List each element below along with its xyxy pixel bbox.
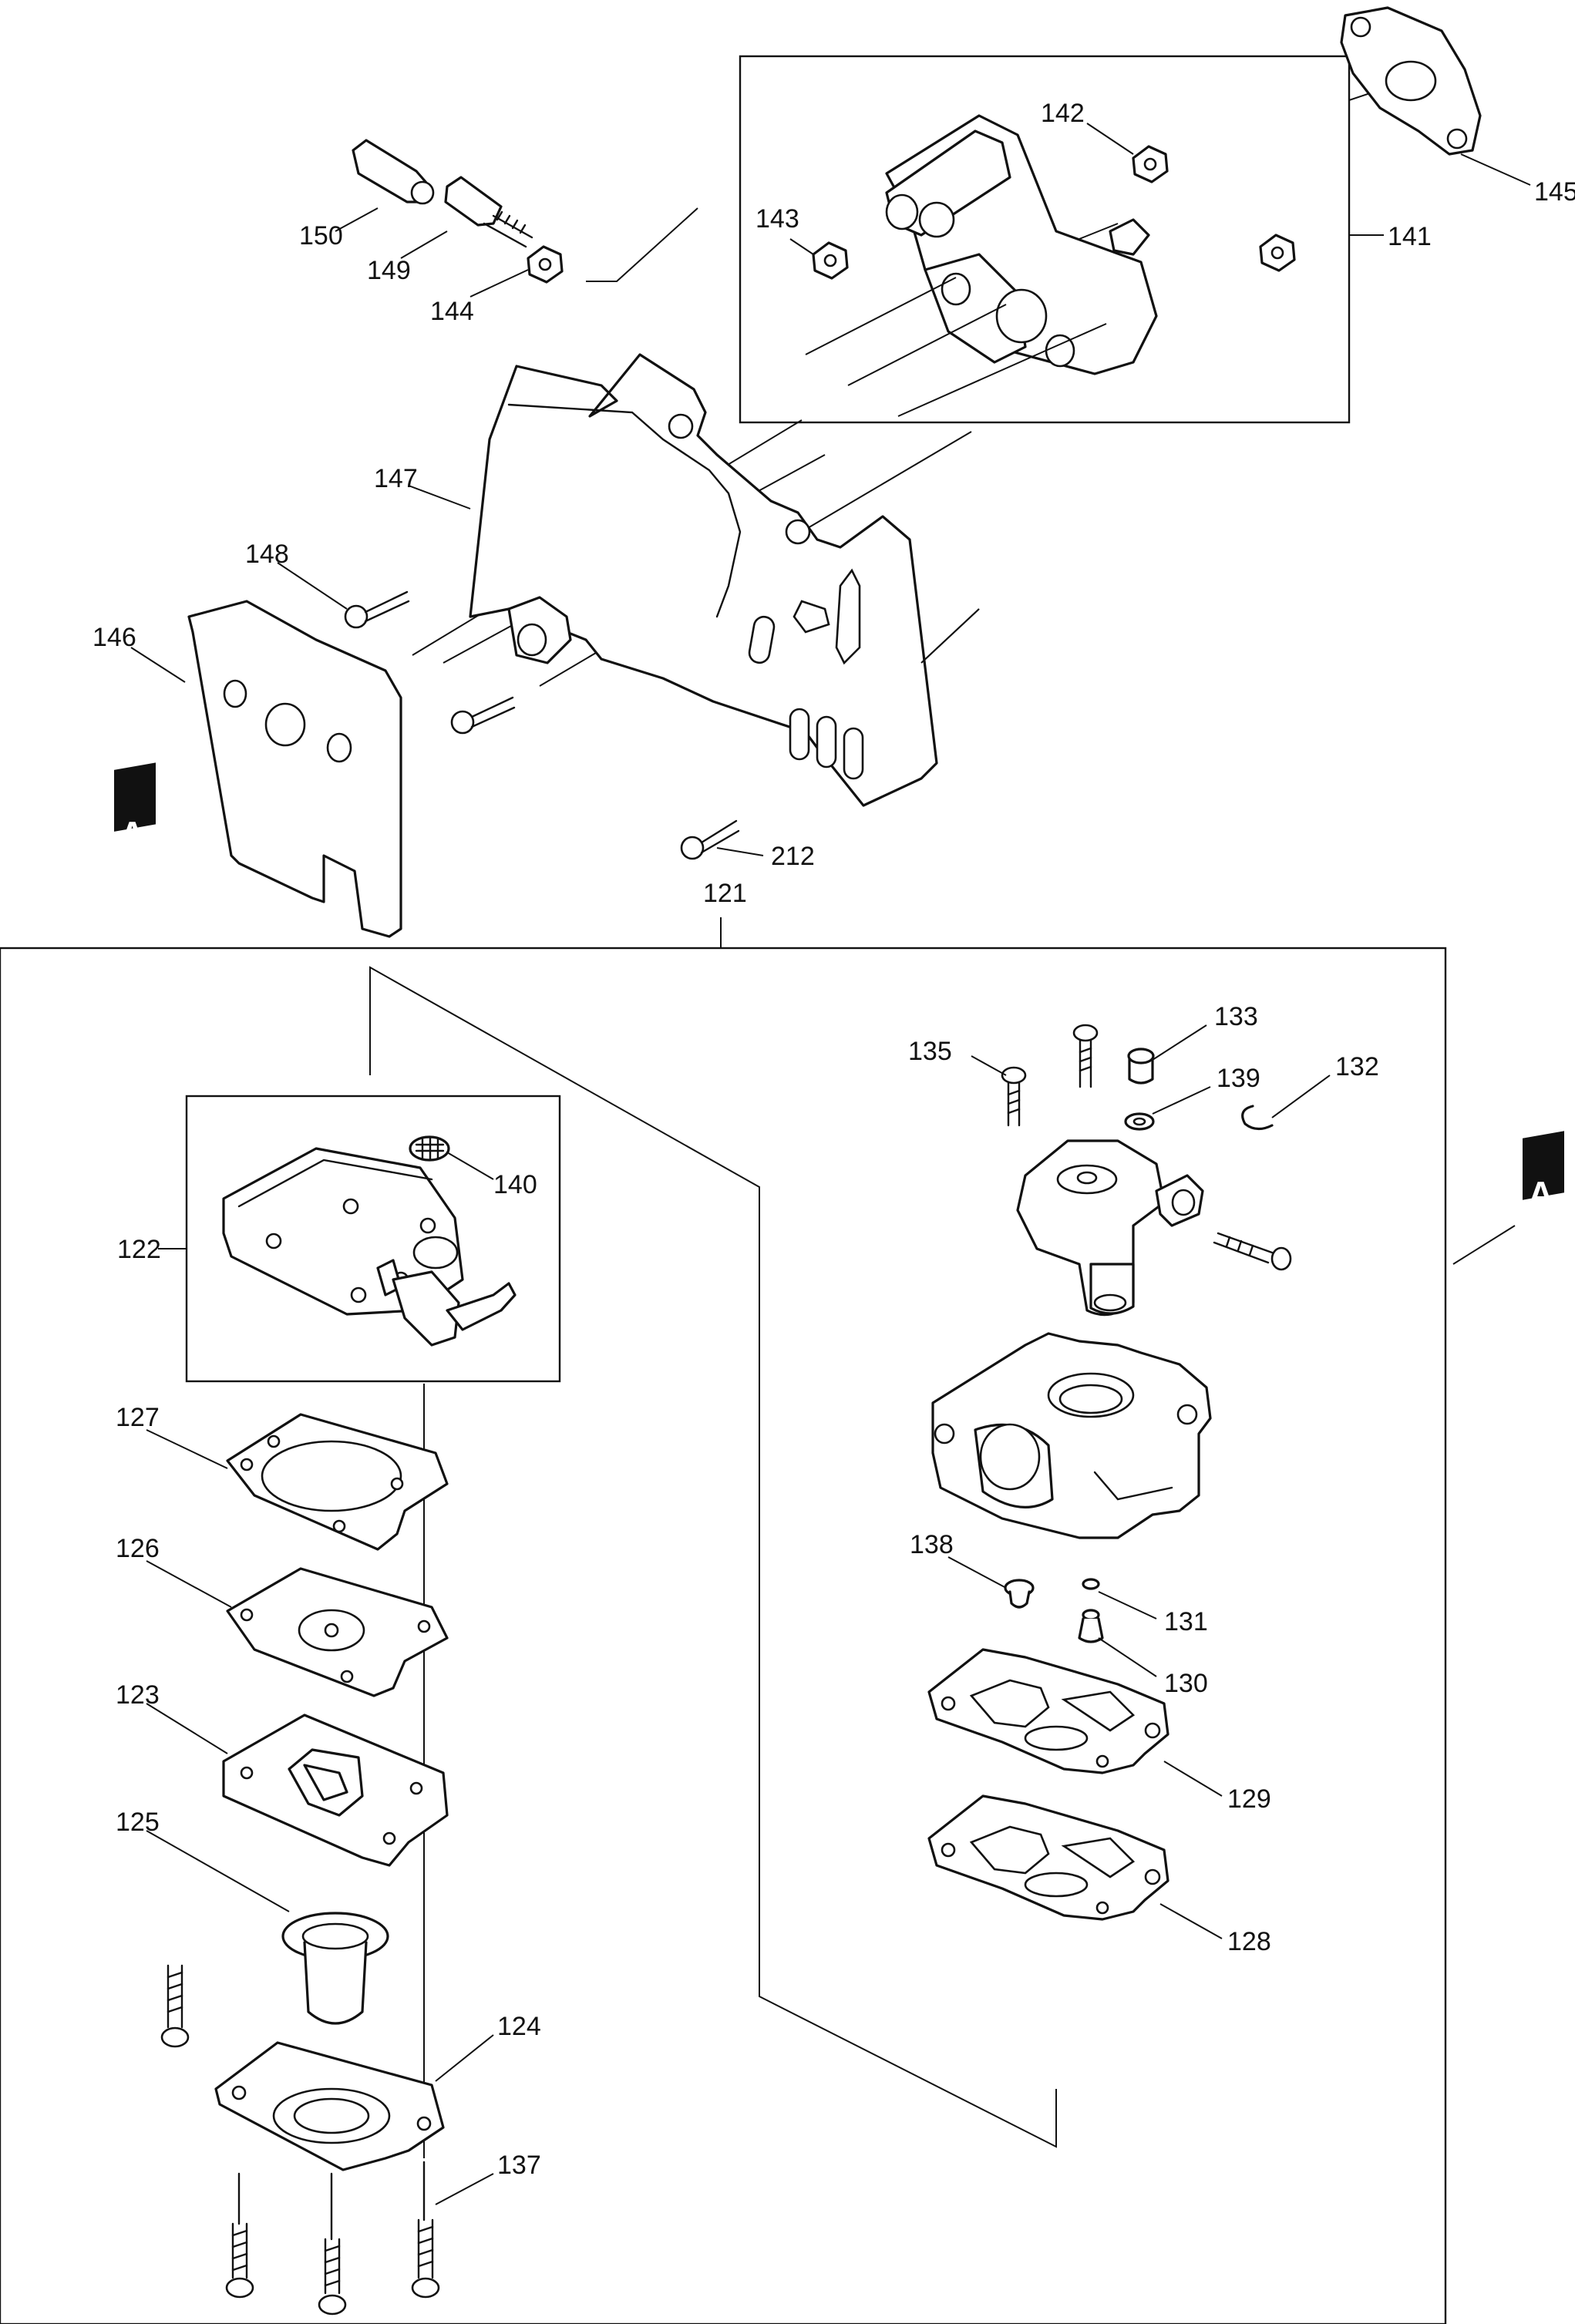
cap-133 (1127, 1048, 1155, 1085)
screw-side (1213, 1232, 1292, 1271)
label-123: 123 (116, 1680, 160, 1710)
label-133: 133 (1214, 1002, 1258, 1031)
gasket-127 (226, 1413, 449, 1551)
oring-131 (1082, 1578, 1100, 1590)
label-143: 143 (756, 204, 799, 234)
label-121: 121 (703, 879, 747, 908)
gasket-145 (1340, 6, 1482, 156)
carburetor-121-frame (0, 947, 1447, 2324)
screw-135 (1001, 1066, 1027, 1127)
label-139: 139 (1217, 1064, 1260, 1093)
nut-141-side (1259, 234, 1296, 272)
screw-137 (411, 2161, 440, 2299)
nut-144 (527, 245, 564, 284)
label-125: 125 (116, 1808, 160, 1837)
marker-a-left-text: A (119, 814, 145, 854)
cover-124 (214, 2041, 445, 2171)
marker-a-right-text: A (1528, 1174, 1553, 1214)
label-128: 128 (1227, 1927, 1271, 1956)
gasket-129 (927, 1648, 1169, 1774)
valve-138 (1004, 1579, 1035, 1609)
nut-143 (812, 241, 849, 280)
assembly-141-frame (739, 55, 1351, 424)
label-137: 137 (497, 2151, 541, 2180)
marker-a-left: A (114, 762, 156, 854)
assembly-122-frame (185, 1095, 561, 1383)
label-212: 212 (771, 842, 815, 871)
screw-center (450, 696, 516, 735)
screw-lower-1 (225, 2172, 254, 2299)
label-129: 129 (1227, 1784, 1271, 1814)
clip-132 (1241, 1105, 1274, 1131)
bracket-147 (469, 353, 938, 807)
gasket-128 (927, 1794, 1169, 1921)
screw-lower-2 (318, 2172, 347, 2316)
insulator-146 (187, 600, 402, 938)
throttle-body-upper (1016, 1139, 1204, 1317)
label-122: 122 (117, 1235, 161, 1264)
screw-212 (680, 819, 740, 860)
washer-139 (1124, 1112, 1155, 1131)
label-138: 138 (910, 1530, 954, 1559)
cup-125 (281, 1912, 389, 2025)
label-124: 124 (497, 2012, 541, 2041)
label-147: 147 (374, 464, 418, 493)
label-144: 144 (430, 297, 474, 326)
pump-cover-122 (222, 1147, 517, 1347)
adjuster-149 (444, 176, 533, 248)
diaphragm-126 (226, 1567, 449, 1697)
label-132: 132 (1335, 1052, 1379, 1081)
label-127: 127 (116, 1403, 160, 1432)
label-140: 140 (493, 1170, 537, 1199)
label-141: 141 (1388, 222, 1432, 251)
label-148: 148 (245, 540, 289, 569)
label-131: 131 (1164, 1607, 1208, 1636)
label-126: 126 (116, 1534, 160, 1563)
callouts: 145 141 142 143 150 149 144 147 148 146 … (93, 99, 1575, 2205)
label-150: 150 (299, 221, 343, 251)
label-146: 146 (93, 623, 136, 652)
nut-142 (1132, 145, 1169, 183)
screw-top (1072, 1024, 1099, 1088)
manifold-141 (885, 114, 1158, 375)
screw-upper-left (160, 1964, 190, 2048)
label-142: 142 (1041, 99, 1085, 128)
pump-body-123 (222, 1714, 449, 1867)
filter-screen-140 (409, 1135, 450, 1162)
cap-150 (352, 139, 435, 205)
carb-body (931, 1332, 1212, 1539)
label-149: 149 (367, 256, 411, 285)
label-135: 135 (908, 1037, 952, 1066)
screw-148 (344, 590, 410, 629)
label-145: 145 (1534, 177, 1575, 207)
needle-130 (1078, 1609, 1104, 1643)
marker-a-right: A (1523, 1131, 1564, 1214)
label-130: 130 (1164, 1669, 1208, 1698)
